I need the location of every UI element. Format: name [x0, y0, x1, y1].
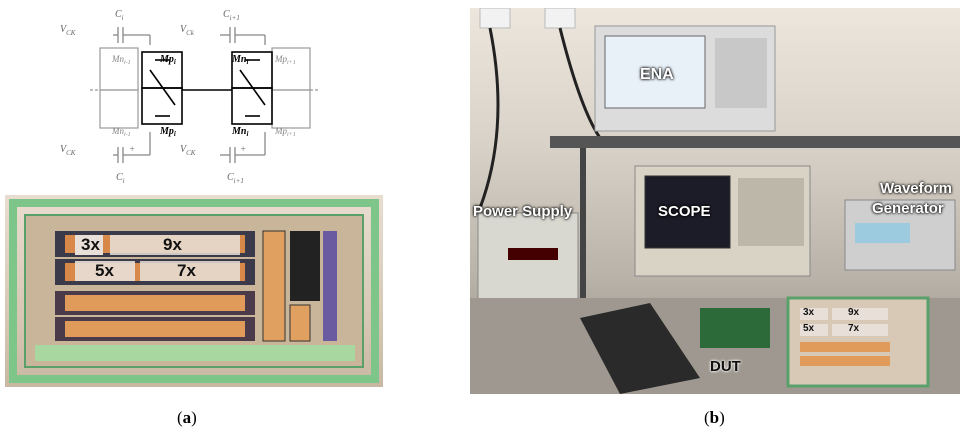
svg-text:Mni: Mni	[231, 126, 248, 138]
svg-text:Ci: Ci	[116, 172, 125, 185]
svg-text:Mpi+1: Mpi+1	[274, 126, 296, 138]
svg-text:VCK: VCK	[60, 144, 76, 157]
label-waveform: Waveform	[880, 180, 952, 197]
inset-label-5x: 5x	[803, 323, 815, 334]
lab-setup-photo: ENA Power Supply SCOPE Waveform Generato…	[470, 8, 960, 394]
svg-text:VCk: VCk	[180, 24, 195, 37]
inset-label-3x: 3x	[803, 307, 815, 318]
svg-text:Mni-1: Mni-1	[111, 126, 131, 138]
chip-micrograph: 3x 9x 5x 7x	[5, 195, 383, 387]
svg-text:Mpi: Mpi	[159, 54, 176, 66]
label-ena: ENA	[640, 66, 674, 83]
svg-text:VCK: VCK	[180, 144, 196, 157]
svg-text:Mpi+1: Mpi+1	[274, 54, 296, 66]
svg-text:+: +	[240, 144, 246, 154]
chip-label-7x: 7x	[177, 261, 196, 280]
label-dut: DUT	[710, 358, 741, 375]
inset-label-7x: 7x	[848, 323, 860, 334]
chip-label-9x: 9x	[163, 235, 182, 254]
inset-label-9x: 9x	[848, 307, 860, 318]
chip-label-5x: 5x	[95, 261, 114, 280]
charge-pump-schematic: Ci Ci+1 VCK VCk Mni-1 Mpi Mni Mpi+1 Mni-…	[60, 9, 320, 185]
svg-text:Mpi: Mpi	[159, 126, 176, 138]
svg-text:Mni-1: Mni-1	[111, 54, 131, 66]
chip-label-3x: 3x	[81, 235, 100, 254]
caption-a: (a)	[177, 408, 197, 427]
svg-text:Ci: Ci	[115, 9, 124, 22]
label-power-supply: Power Supply	[473, 203, 573, 220]
svg-text:Ci+1: Ci+1	[227, 172, 244, 185]
svg-text:Ci+1: Ci+1	[223, 9, 240, 22]
caption-b: (b)	[704, 408, 725, 427]
svg-text:Mni: Mni	[231, 54, 248, 66]
label-generator: Generator	[872, 200, 944, 217]
svg-text:+: +	[129, 144, 135, 154]
label-scope: SCOPE	[658, 203, 711, 220]
svg-text:VCK: VCK	[60, 24, 76, 37]
